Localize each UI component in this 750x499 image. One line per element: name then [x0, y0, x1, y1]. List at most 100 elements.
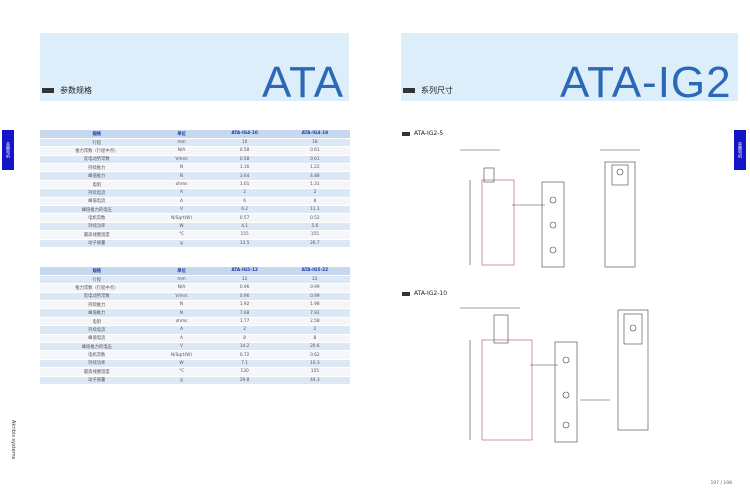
table-cell: 峰值电流 — [40, 197, 154, 207]
table-cell: 峰值推力 — [40, 308, 154, 318]
table-cell: 2 — [209, 325, 280, 335]
drawing-title: ATA-IG2-5 — [414, 130, 444, 137]
header-band-right — [401, 33, 738, 101]
section-heading-left: 参数规格 — [42, 85, 92, 96]
table-cell: 峰值推力的电压 — [40, 205, 154, 215]
table-cell: 0.96 — [209, 283, 280, 293]
table-cell: 18 — [279, 138, 350, 148]
table-cell: 动子质量 — [40, 376, 154, 385]
column-header: 规格 — [40, 267, 154, 276]
table-cell: 11.1 — [279, 205, 350, 215]
table-cell: 持续推力 — [40, 163, 154, 173]
drawing-label-ig2-10: ATA-IG2-10 — [402, 290, 447, 297]
table-cell: N/A — [153, 283, 210, 293]
table-cell: 动子质量 — [40, 239, 154, 248]
brand-text: Akribis systems — [10, 419, 16, 459]
table-cell: 8 — [209, 334, 280, 344]
column-header: ATA-IG5-22 — [279, 267, 350, 276]
table-cell: 29.8 — [209, 376, 280, 385]
table-cell: 10 — [209, 138, 280, 148]
table-cell: 7.68 — [209, 308, 280, 318]
page-title-left: ATA — [262, 58, 345, 107]
side-tab-left[interactable]: 音圈电机 — [2, 130, 14, 170]
table-cell: 行程 — [40, 138, 154, 148]
table-cell: mm — [153, 138, 210, 148]
table-cell: 7.1 — [209, 359, 280, 369]
table-cell: 4.1 — [209, 222, 280, 232]
table-cell: 14.2 — [209, 342, 280, 352]
table-cell: ohms — [153, 180, 210, 190]
table-cell: 峰值推力 — [40, 171, 154, 181]
page-title-right: ATA-IG2 — [560, 58, 732, 107]
table-cell: 2.58 — [279, 317, 350, 327]
table-cell: 电阻 — [40, 317, 154, 327]
table-cell: A — [153, 334, 210, 344]
table-cell: A — [153, 197, 210, 207]
drawing-title: ATA-IG2-10 — [414, 290, 448, 297]
table-cell: 130 — [209, 367, 280, 377]
table-cell: 推力常数（行程中点） — [40, 146, 154, 156]
table-cell: 反电动势常数 — [40, 155, 154, 165]
side-tab-right[interactable]: 音圈电机 — [734, 130, 746, 170]
table-cell: 12 — [209, 275, 280, 285]
table-cell: 0.52 — [279, 213, 350, 223]
drawing-label-ig2-5: ATA-IG2-5 — [402, 130, 443, 137]
table-cell: 最高线圈温度 — [40, 230, 154, 240]
section-heading-right: 系列尺寸 — [403, 85, 453, 96]
table-cell: 0.62 — [279, 350, 350, 360]
table-cell: N/A — [153, 146, 210, 156]
table-cell: 电机常数 — [40, 213, 154, 223]
table-cell: 0.61 — [279, 155, 350, 165]
section-label: 系列尺寸 — [421, 86, 453, 95]
table-cell: 峰值推力的电压 — [40, 342, 154, 352]
table-cell: 2 — [279, 188, 350, 198]
table-cell: 155 — [279, 367, 350, 377]
table-cell: 0.61 — [279, 146, 350, 156]
column-header: ATA-IG5-12 — [209, 267, 280, 276]
table-cell: ohms — [153, 317, 210, 327]
table-cell: 22 — [279, 275, 350, 285]
table-cell: 155 — [209, 230, 280, 240]
table-cell: 26.7 — [279, 239, 350, 248]
column-header: ATA-IG4-10 — [209, 130, 280, 139]
header-band-left — [40, 33, 349, 101]
section-label: 参数规格 — [60, 86, 92, 95]
table-cell: N/Sqrt(W) — [153, 213, 210, 223]
table-cell: A — [153, 325, 210, 335]
table-cell: 反电动势常数 — [40, 292, 154, 302]
table-cell: 8 — [279, 197, 350, 207]
table-cell: N — [153, 300, 210, 310]
table-cell: W — [153, 359, 210, 369]
table-cell: 5.6 — [279, 222, 350, 232]
table-cell: °C — [153, 230, 210, 240]
table-cell: A — [153, 188, 210, 198]
table-cell: 持续功率 — [40, 359, 154, 369]
column-header: 规格 — [40, 130, 154, 139]
table-cell: 行程 — [40, 275, 154, 285]
table-cell: 10.3 — [279, 359, 350, 369]
table-cell: 持续电流 — [40, 325, 154, 335]
table-cell: 1.22 — [279, 163, 350, 173]
table-cell: 电机常数 — [40, 350, 154, 360]
table-cell: 电阻 — [40, 180, 154, 190]
table-cell: 持续推力 — [40, 300, 154, 310]
table-cell: 2 — [209, 188, 280, 198]
